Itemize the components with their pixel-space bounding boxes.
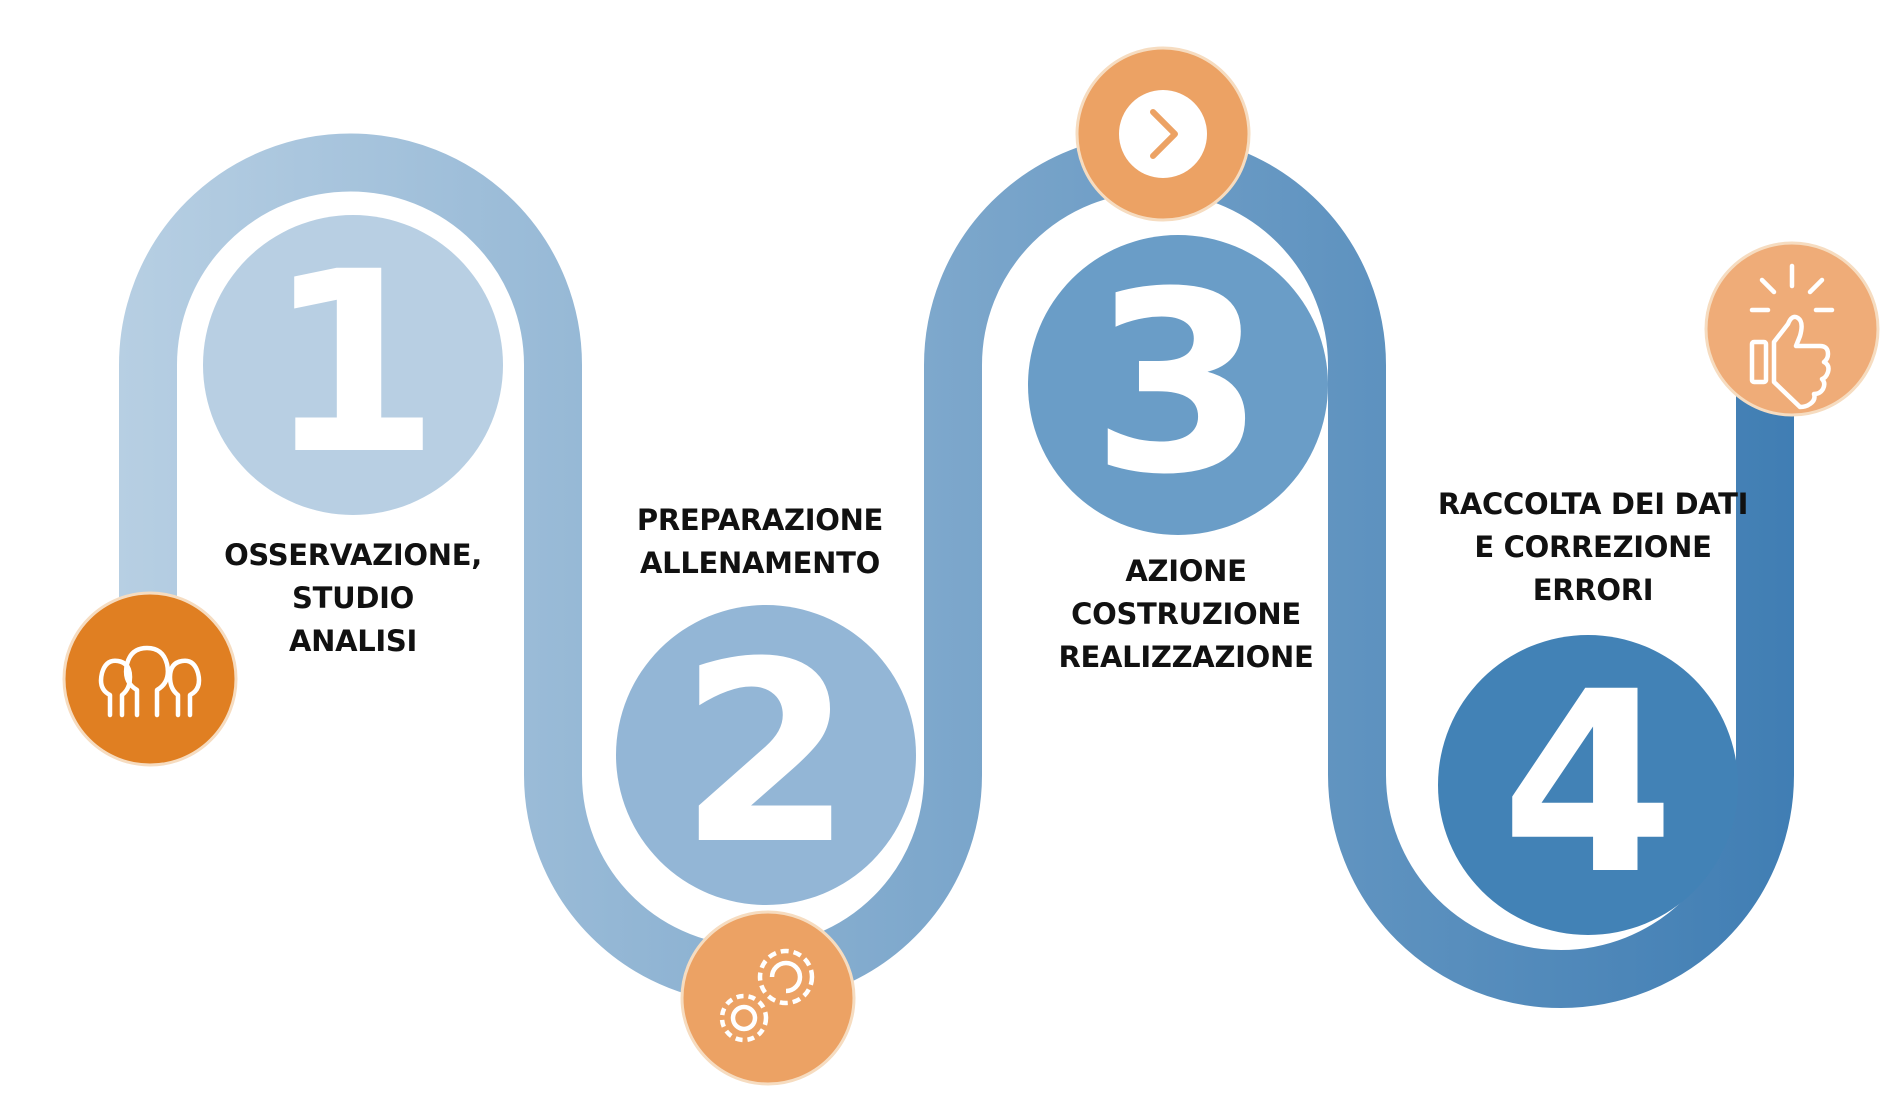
step-4-label-line: E CORREZIONE [1474, 530, 1712, 564]
step-1-label-line: OSSERVAZIONE, [224, 538, 482, 572]
step-2-label: PREPARAZIONE ALLENAMENTO [637, 499, 883, 585]
step-3-label-line: COSTRUZIONE [1071, 597, 1301, 631]
step-1-label-line: STUDIO [292, 581, 414, 615]
step-4-label: RACCOLTA DEI DATI E CORREZIONE ERRORI [1437, 483, 1749, 612]
step-1-circle: 1 [203, 215, 503, 515]
step-3-number: 3 [1091, 238, 1265, 529]
step-2-label-line: PREPARAZIONE [636, 503, 884, 537]
winding-path [119, 133, 1794, 1008]
step-4-label-line: ERRORI [1532, 573, 1654, 607]
step-1-number: 1 [266, 218, 440, 509]
step-1-label: OSSERVAZIONE, STUDIO ANALISI [224, 534, 482, 663]
step-2-circle: 2 [616, 605, 916, 905]
chevron-right-icon [1075, 46, 1251, 222]
step-3-label: AZIONE COSTRUZIONE REALIZZAZIONE [1058, 550, 1313, 679]
step-4-circle: 4 [1438, 635, 1738, 935]
step-1-label-line: ANALISI [288, 624, 418, 658]
step-2-number: 2 [679, 608, 853, 899]
step-2-label-line: ALLENAMENTO [639, 546, 880, 580]
people-icon [62, 591, 238, 767]
step-4-number: 4 [1501, 638, 1675, 929]
step-3-label-line: AZIONE [1125, 554, 1247, 588]
gears-icon [680, 910, 856, 1086]
step-4-label-line: RACCOLTA DEI DATI [1437, 487, 1749, 521]
step-3-circle: 3 [1028, 235, 1328, 535]
step-3-label-line: REALIZZAZIONE [1058, 640, 1314, 674]
thumbs-up-icon [1704, 241, 1880, 417]
